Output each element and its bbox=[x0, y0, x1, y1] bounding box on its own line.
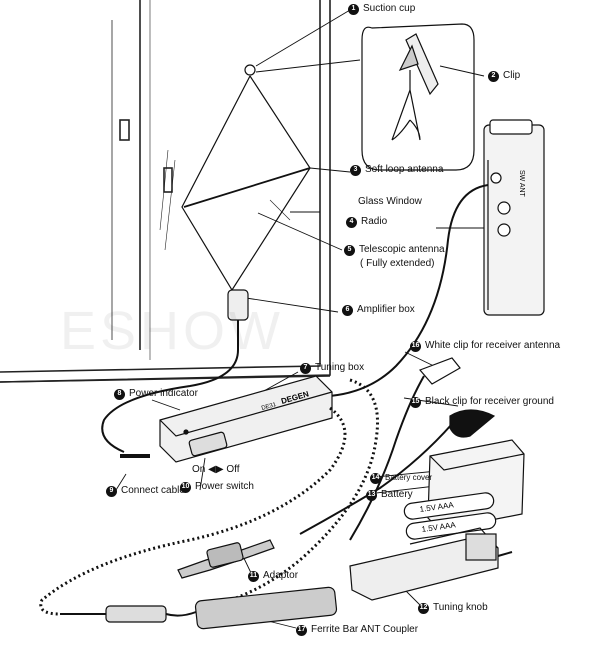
label-number: 3 bbox=[350, 164, 361, 176]
label-number: 16 bbox=[410, 340, 421, 352]
tuning-box bbox=[159, 375, 333, 463]
label-text: Clip bbox=[503, 70, 521, 81]
label-text: Battery bbox=[381, 489, 413, 500]
receiver-clips bbox=[299, 357, 496, 541]
label-number: 13 bbox=[366, 489, 377, 501]
label-ferrite-coupler: 17 Ferrite Bar ANT Coupler bbox=[296, 624, 418, 636]
label-number: 1 bbox=[348, 3, 359, 15]
label-radio: 4 Radio bbox=[346, 216, 387, 228]
label-text: Power indicator bbox=[129, 388, 198, 399]
label-text: Suction cup bbox=[363, 3, 416, 14]
label-tuning-knob: 12 Tuning knob bbox=[418, 602, 488, 614]
label-number: 17 bbox=[296, 624, 307, 636]
label-text: Black clip for receiver ground bbox=[425, 396, 554, 407]
amplifier-box bbox=[227, 289, 249, 350]
label-telescopic-antenna: 5 Telescopic antenna bbox=[344, 244, 445, 256]
label-number: 9 bbox=[106, 485, 117, 497]
tuning-box-model: DE31 bbox=[261, 402, 278, 412]
label-text: Connect cable bbox=[121, 485, 185, 496]
label-soft-loop-antenna: 3 Soft loop antenna bbox=[350, 164, 443, 176]
left-arrow-icon: ◀ bbox=[208, 464, 216, 475]
label-text: Battery cover bbox=[385, 473, 433, 482]
label-power-indicator: 8 Power indicator bbox=[114, 388, 198, 400]
watermark: ESHOW bbox=[60, 301, 285, 361]
label-suction-cup: 1 Suction cup bbox=[348, 3, 415, 15]
adaptor bbox=[177, 539, 275, 579]
label-text: Radio bbox=[361, 216, 388, 227]
label-battery: 13 Battery bbox=[366, 489, 413, 501]
label-power-switch: 10 Power switch bbox=[180, 481, 254, 493]
label-text: Adaptor bbox=[263, 570, 299, 581]
label-battery-cover: 14 Battery cover bbox=[370, 472, 432, 484]
label-number: 7 bbox=[300, 362, 311, 374]
label-glass-window: Glass Window bbox=[358, 196, 422, 207]
label-text: Ferrite Bar ANT Coupler bbox=[311, 624, 419, 635]
label-telescopic-sub: ( Fully extended) bbox=[360, 258, 435, 269]
label-text: Power switch bbox=[195, 481, 254, 492]
radio-sw-ant-text: SW ANT bbox=[518, 170, 525, 198]
right-arrow-icon: ▶ bbox=[215, 464, 224, 475]
clip-inset bbox=[361, 23, 475, 171]
label-on-off: On ◀▶ Off bbox=[192, 464, 239, 476]
label-number: 10 bbox=[180, 481, 191, 493]
ferrite-coupler bbox=[60, 586, 338, 630]
label-text: Telescopic antenna bbox=[359, 244, 445, 255]
label-text: Amplifier box bbox=[357, 304, 415, 315]
label-text: Tuning box bbox=[315, 362, 365, 373]
off-text: Off bbox=[226, 464, 240, 475]
label-number: 5 bbox=[344, 244, 355, 256]
label-black-clip: 15 Black clip for receiver ground bbox=[410, 396, 554, 408]
radio bbox=[483, 119, 545, 316]
label-number: 6 bbox=[342, 304, 353, 316]
label-amplifier-box: 6 Amplifier box bbox=[342, 304, 415, 316]
dotted-cables bbox=[39, 378, 379, 616]
label-number: 2 bbox=[488, 70, 499, 82]
on-text: On bbox=[192, 464, 206, 475]
label-number: 14 bbox=[370, 472, 381, 484]
battery-compartment bbox=[403, 439, 525, 540]
label-number: 4 bbox=[346, 216, 357, 228]
label-adaptor: 11 Adaptor bbox=[248, 570, 298, 582]
label-text: White clip for receiver antenna bbox=[425, 340, 561, 351]
label-number: 12 bbox=[418, 602, 429, 614]
label-white-clip: 16 White clip for receiver antenna bbox=[410, 340, 560, 352]
label-text: Tuning knob bbox=[433, 602, 488, 613]
soft-loop-antenna bbox=[181, 64, 311, 292]
label-number: 15 bbox=[410, 396, 421, 408]
label-tuning-box: 7 Tuning box bbox=[300, 362, 364, 374]
glass-window bbox=[0, 0, 331, 383]
label-connect-cable: 9 Connect cable bbox=[106, 485, 185, 497]
label-number: 11 bbox=[248, 570, 259, 582]
label-number: 8 bbox=[114, 388, 125, 400]
receiver-unit bbox=[349, 527, 513, 601]
label-text: Soft loop antenna bbox=[365, 164, 444, 175]
connect-cable bbox=[101, 184, 489, 458]
label-clip: 2 Clip bbox=[488, 70, 520, 82]
